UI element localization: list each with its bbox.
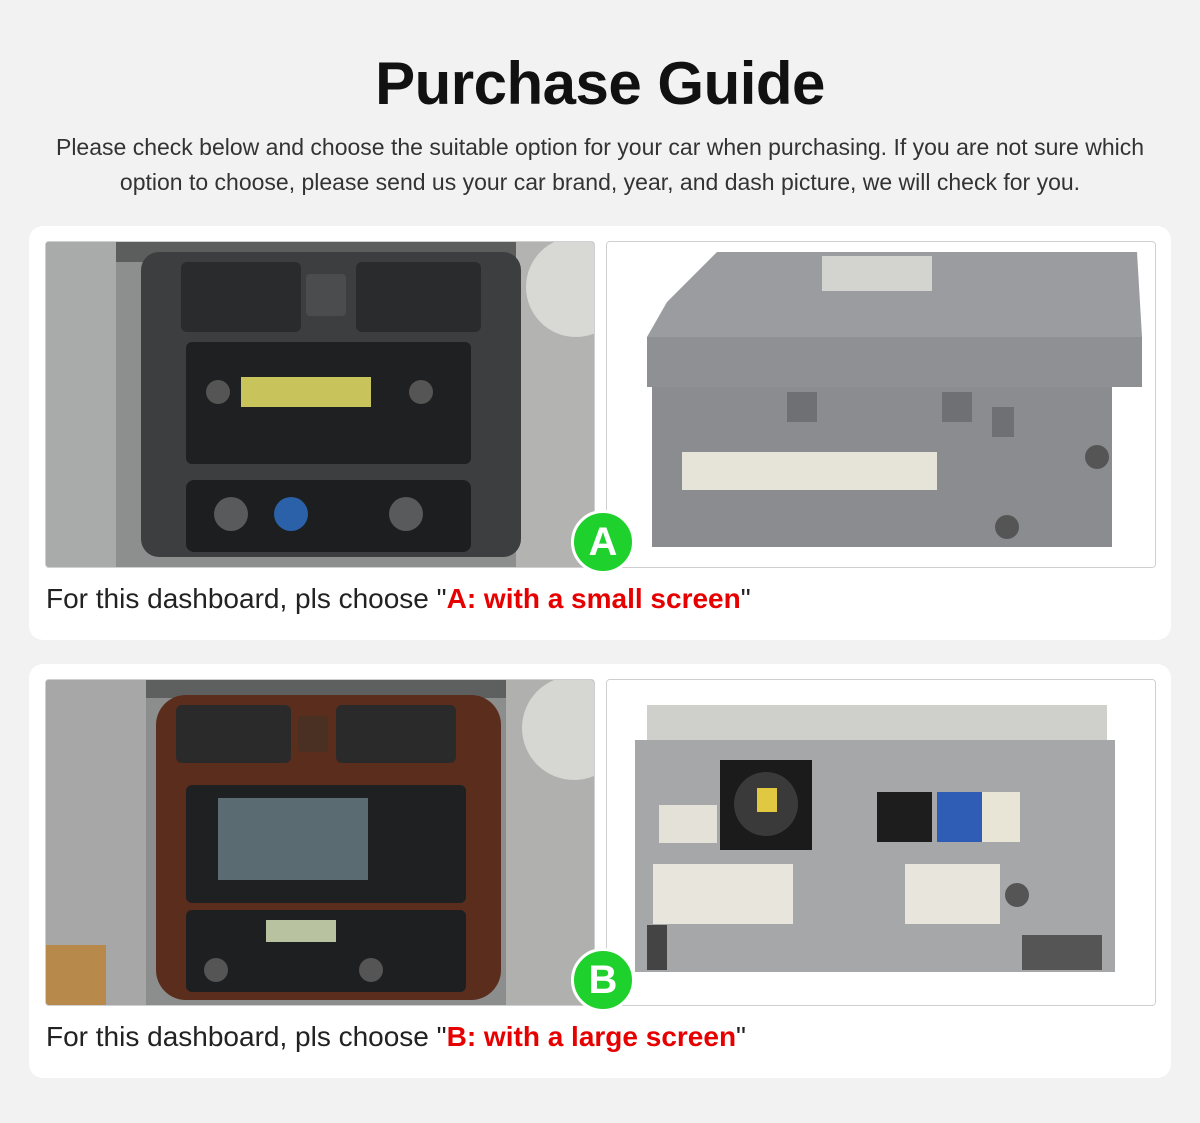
option-b-card: B For this dashboard, pls choose "B: wit… <box>29 664 1171 1078</box>
option-b-caption-suffix: " <box>736 1021 746 1052</box>
head-unit-b-photo <box>606 679 1156 1006</box>
option-b-badge: B <box>571 948 635 1012</box>
option-a-caption-prefix: For this dashboard, pls choose " <box>46 583 447 614</box>
option-b-caption-highlight: B: with a large screen <box>446 1021 737 1052</box>
dashboard-a-photo <box>45 241 595 568</box>
option-a-badge: A <box>571 510 635 574</box>
dashboard-b-photo <box>45 679 595 1006</box>
option-a-card: A For this dashboard, pls choose "A: wit… <box>29 226 1171 640</box>
option-b-caption-prefix: For this dashboard, pls choose " <box>46 1021 447 1052</box>
option-a-caption-suffix: " <box>740 583 751 614</box>
page-title: Purchase Guide <box>375 50 825 117</box>
option-a-caption-highlight: A: with a small screen <box>446 583 741 614</box>
option-a-caption: For this dashboard, pls choose "A: with … <box>46 583 751 615</box>
header: Purchase Guide Please check below and ch… <box>0 0 1200 200</box>
option-b-caption: For this dashboard, pls choose "B: with … <box>46 1021 746 1053</box>
page-subtitle: Please check below and choose the suitab… <box>55 134 1145 195</box>
head-unit-a-photo <box>606 241 1156 568</box>
